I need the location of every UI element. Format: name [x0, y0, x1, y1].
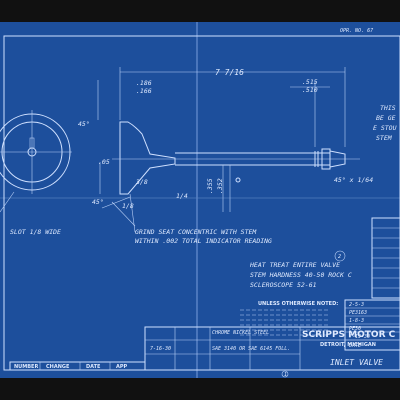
revision-entry: PE3163: [349, 310, 367, 316]
revision-list: [344, 299, 400, 351]
dim-stem-1: .355: [206, 178, 214, 194]
col-change: CHANGE: [46, 364, 70, 370]
slot-note: SLOT 1/8 WIDE: [10, 228, 61, 236]
note-number: 2: [338, 254, 341, 260]
header-text: OPR. NO. 67: [340, 28, 373, 34]
unless-title: UNLESS OTHERWISE NOTED:: [258, 301, 338, 307]
revision-entry: 7-19-30: [349, 334, 370, 340]
dim-radius-2: 1/8: [122, 202, 134, 210]
dim-lower-angle: 45°: [92, 198, 104, 206]
date-text: 7-16-30: [150, 346, 171, 352]
dim-neck-bottom: .510: [302, 86, 318, 94]
revision-entry: DATE: [348, 343, 361, 349]
unless-notes-lines: [240, 309, 330, 336]
footer-number: 1: [284, 372, 287, 378]
dim-neck-top: .515: [302, 78, 318, 86]
footer-circle: [281, 370, 289, 378]
drawing-canvas: OPR. NO. 67 SLOT 1/8 WIDE: [0, 22, 400, 378]
side-note-line: E STOU: [373, 124, 397, 132]
side-note-line: BE GE: [376, 114, 396, 122]
col-date: DATE: [86, 364, 101, 370]
title-block: [144, 326, 400, 371]
dim-overall-length: 7 7/16: [215, 68, 244, 77]
revision-entry: 2-5-3: [349, 302, 364, 308]
side-note-line: THIS: [380, 104, 396, 112]
valve-end-view: [0, 110, 72, 213]
spec-text: SAE 3140 OR SAE 6145 FOLL.: [212, 346, 290, 352]
side-note-line: STEM: [376, 134, 393, 142]
material-text: CHROME NICKEL STEEL: [212, 330, 269, 336]
drawing-title: INLET VALVE: [330, 358, 383, 367]
col-number: NUMBER: [14, 364, 38, 370]
hatched-panel: [371, 217, 400, 299]
heat-note-2: STEM HARDNESS 40-50 ROCK C: [250, 271, 352, 279]
company-name: SCRIPPS MOTOR C: [302, 330, 396, 340]
dim-stem-2: .352: [216, 178, 224, 194]
company-city: DETROIT, MICHIGAN: [320, 342, 376, 348]
note-number-circle: [334, 250, 346, 262]
dim-seat-angle: 45°: [78, 120, 90, 128]
dim-radius-1: 3/8: [135, 178, 148, 186]
grind-note-1: GRIND SEAT CONCENTRIC WITH STEM: [135, 228, 257, 236]
heat-note-1: HEAT TREAT ENTIRE VALVE: [249, 261, 340, 269]
revision-entry: 1-8-3: [349, 318, 364, 324]
valve-side-view: [112, 121, 360, 195]
dimension-lines: [97, 67, 346, 233]
col-app: APP: [116, 364, 128, 370]
heat-note-3: SCLEROSCOPE 52-61: [250, 281, 317, 289]
dim-radius-3: 1/4: [176, 192, 188, 200]
blueprint-sheet: OPR. NO. 67 SLOT 1/8 WIDE: [0, 22, 400, 378]
change-columns: [9, 361, 146, 371]
grind-note-2: WITHIN .002 TOTAL INDICATOR READING: [135, 237, 272, 245]
revision-entry: PE30: [349, 326, 361, 332]
dim-head-top: .186: [136, 79, 152, 87]
dim-tip-angle: 45° x 1/64: [334, 176, 373, 184]
dim-head-bottom: .166: [136, 87, 152, 95]
sheet-border: [3, 35, 400, 371]
dim-small: .05: [98, 158, 110, 166]
